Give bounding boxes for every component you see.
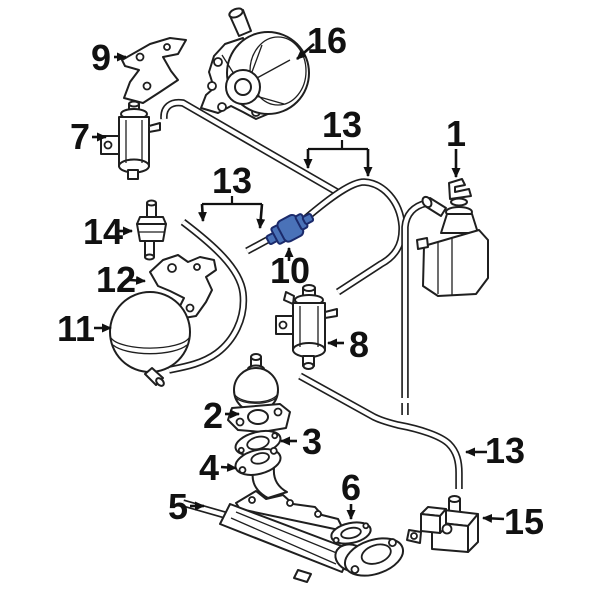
part-5-egr-cooler-tube[interactable] <box>181 490 408 583</box>
callout-5[interactable]: 5 <box>168 486 188 527</box>
hose-top-left[interactable] <box>160 98 339 196</box>
bracket-13-mid <box>197 196 266 229</box>
callout-11[interactable]: 11 <box>57 308 95 349</box>
part-11-vacuum-reservoir[interactable] <box>109 291 191 387</box>
arrow-12 <box>129 275 146 285</box>
part-15-valve-block[interactable] <box>406 495 479 553</box>
callout-4[interactable]: 4 <box>199 447 219 488</box>
part-10-check-valve-highlighted[interactable] <box>262 207 317 251</box>
arrow-4 <box>220 462 237 472</box>
part-16-vacuum-pump[interactable] <box>200 7 310 120</box>
callout-1[interactable]: 1 <box>446 113 466 154</box>
callout-9[interactable]: 9 <box>91 37 111 78</box>
callout-14[interactable]: 14 <box>83 211 123 252</box>
callout-13-top[interactable]: 13 <box>322 104 362 145</box>
arrow-15 <box>482 513 505 523</box>
hose-hairpin[interactable] <box>302 178 406 296</box>
hose-bottom-right[interactable] <box>298 372 463 489</box>
hose-snake-left[interactable] <box>168 219 248 374</box>
callout-12[interactable]: 12 <box>96 259 136 300</box>
part-8-solenoid-valve[interactable] <box>275 284 338 370</box>
part-9-bracket[interactable] <box>121 37 187 104</box>
callout-3[interactable]: 3 <box>302 421 322 462</box>
callout-8[interactable]: 8 <box>349 324 369 365</box>
callout-13-mid[interactable]: 13 <box>212 160 252 201</box>
callout-7[interactable]: 7 <box>70 116 90 157</box>
callout-15[interactable]: 15 <box>504 501 544 542</box>
callout-13-right[interactable]: 13 <box>485 430 525 471</box>
part-2-egr-valve[interactable] <box>227 353 291 433</box>
callout-10[interactable]: 10 <box>270 250 310 291</box>
part-4-egr-tube[interactable] <box>233 445 288 499</box>
callout-2[interactable]: 2 <box>203 395 223 436</box>
hose-vertical-right[interactable] <box>401 199 428 398</box>
part-7-solenoid-valve[interactable] <box>100 100 161 180</box>
part-1-canister[interactable] <box>416 178 489 297</box>
bracket-13-top <box>303 140 373 177</box>
callout-16[interactable]: 16 <box>307 20 347 61</box>
part-14-check-valve[interactable] <box>136 199 167 261</box>
part-6-gasket[interactable] <box>329 519 372 547</box>
callout-6[interactable]: 6 <box>341 467 361 508</box>
part-12-bracket[interactable] <box>149 254 217 319</box>
arrow-16 <box>296 43 315 60</box>
